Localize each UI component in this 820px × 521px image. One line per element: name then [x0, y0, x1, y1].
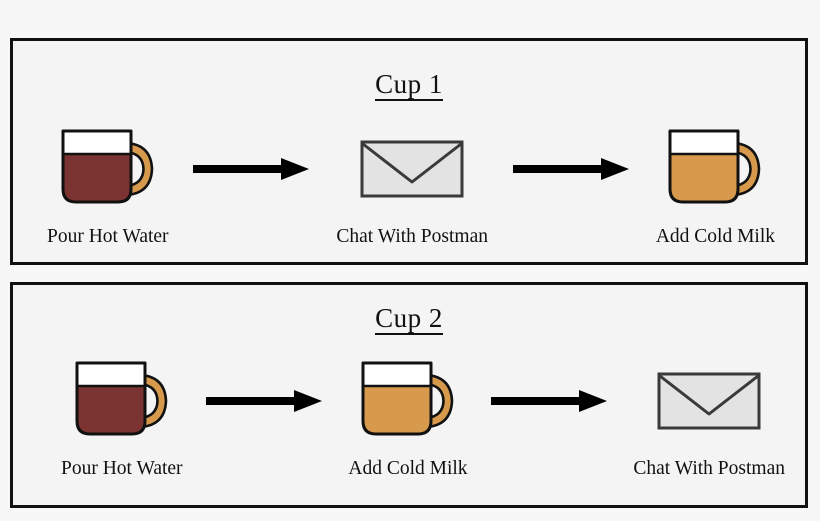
arrow-right-icon [206, 353, 324, 449]
panel-cup-2-title-text: Cup 2 [375, 304, 443, 336]
envelope-icon [657, 353, 761, 449]
panel-cup-2-steps: Pour Hot Water [13, 353, 805, 480]
arrow-right-icon [193, 121, 311, 217]
step-add-cold-milk: Add Cold Milk [348, 353, 468, 480]
mug-gold-icon [353, 353, 463, 449]
mug-dark-icon [67, 353, 177, 449]
step-chat-with-postman: Chat With Postman [336, 121, 488, 248]
arrow-right-icon [512, 121, 631, 217]
panel-cup-2-title: Cup 2 [13, 303, 805, 336]
panel-cup-2: Cup 2 Pour Hot Water [10, 282, 808, 508]
step-label: Pour Hot Water [47, 226, 169, 247]
step-label: Chat With Postman [336, 226, 488, 247]
step-add-cold-milk: Add Cold Milk [656, 121, 775, 248]
panel-cup-1-steps: Pour Hot Water Chat With Postman [13, 121, 805, 248]
panel-cup-1: Cup 1 Pour Hot Water [10, 38, 808, 265]
panel-cup-1-title: Cup 1 [13, 69, 805, 102]
panel-cup-1-title-text: Cup 1 [375, 70, 443, 102]
step-chat-with-postman: Chat With Postman [633, 353, 785, 480]
step-label: Add Cold Milk [348, 458, 468, 479]
step-label: Chat With Postman [633, 458, 785, 479]
mug-gold-icon [660, 121, 770, 217]
envelope-icon [360, 121, 464, 217]
arrow-right-icon [491, 353, 609, 449]
step-label: Add Cold Milk [655, 226, 775, 247]
step-label: Pour Hot Water [61, 458, 183, 479]
mug-dark-icon [53, 121, 163, 217]
step-pour-hot-water: Pour Hot Water [61, 353, 183, 480]
step-pour-hot-water: Pour Hot Water [47, 121, 169, 248]
